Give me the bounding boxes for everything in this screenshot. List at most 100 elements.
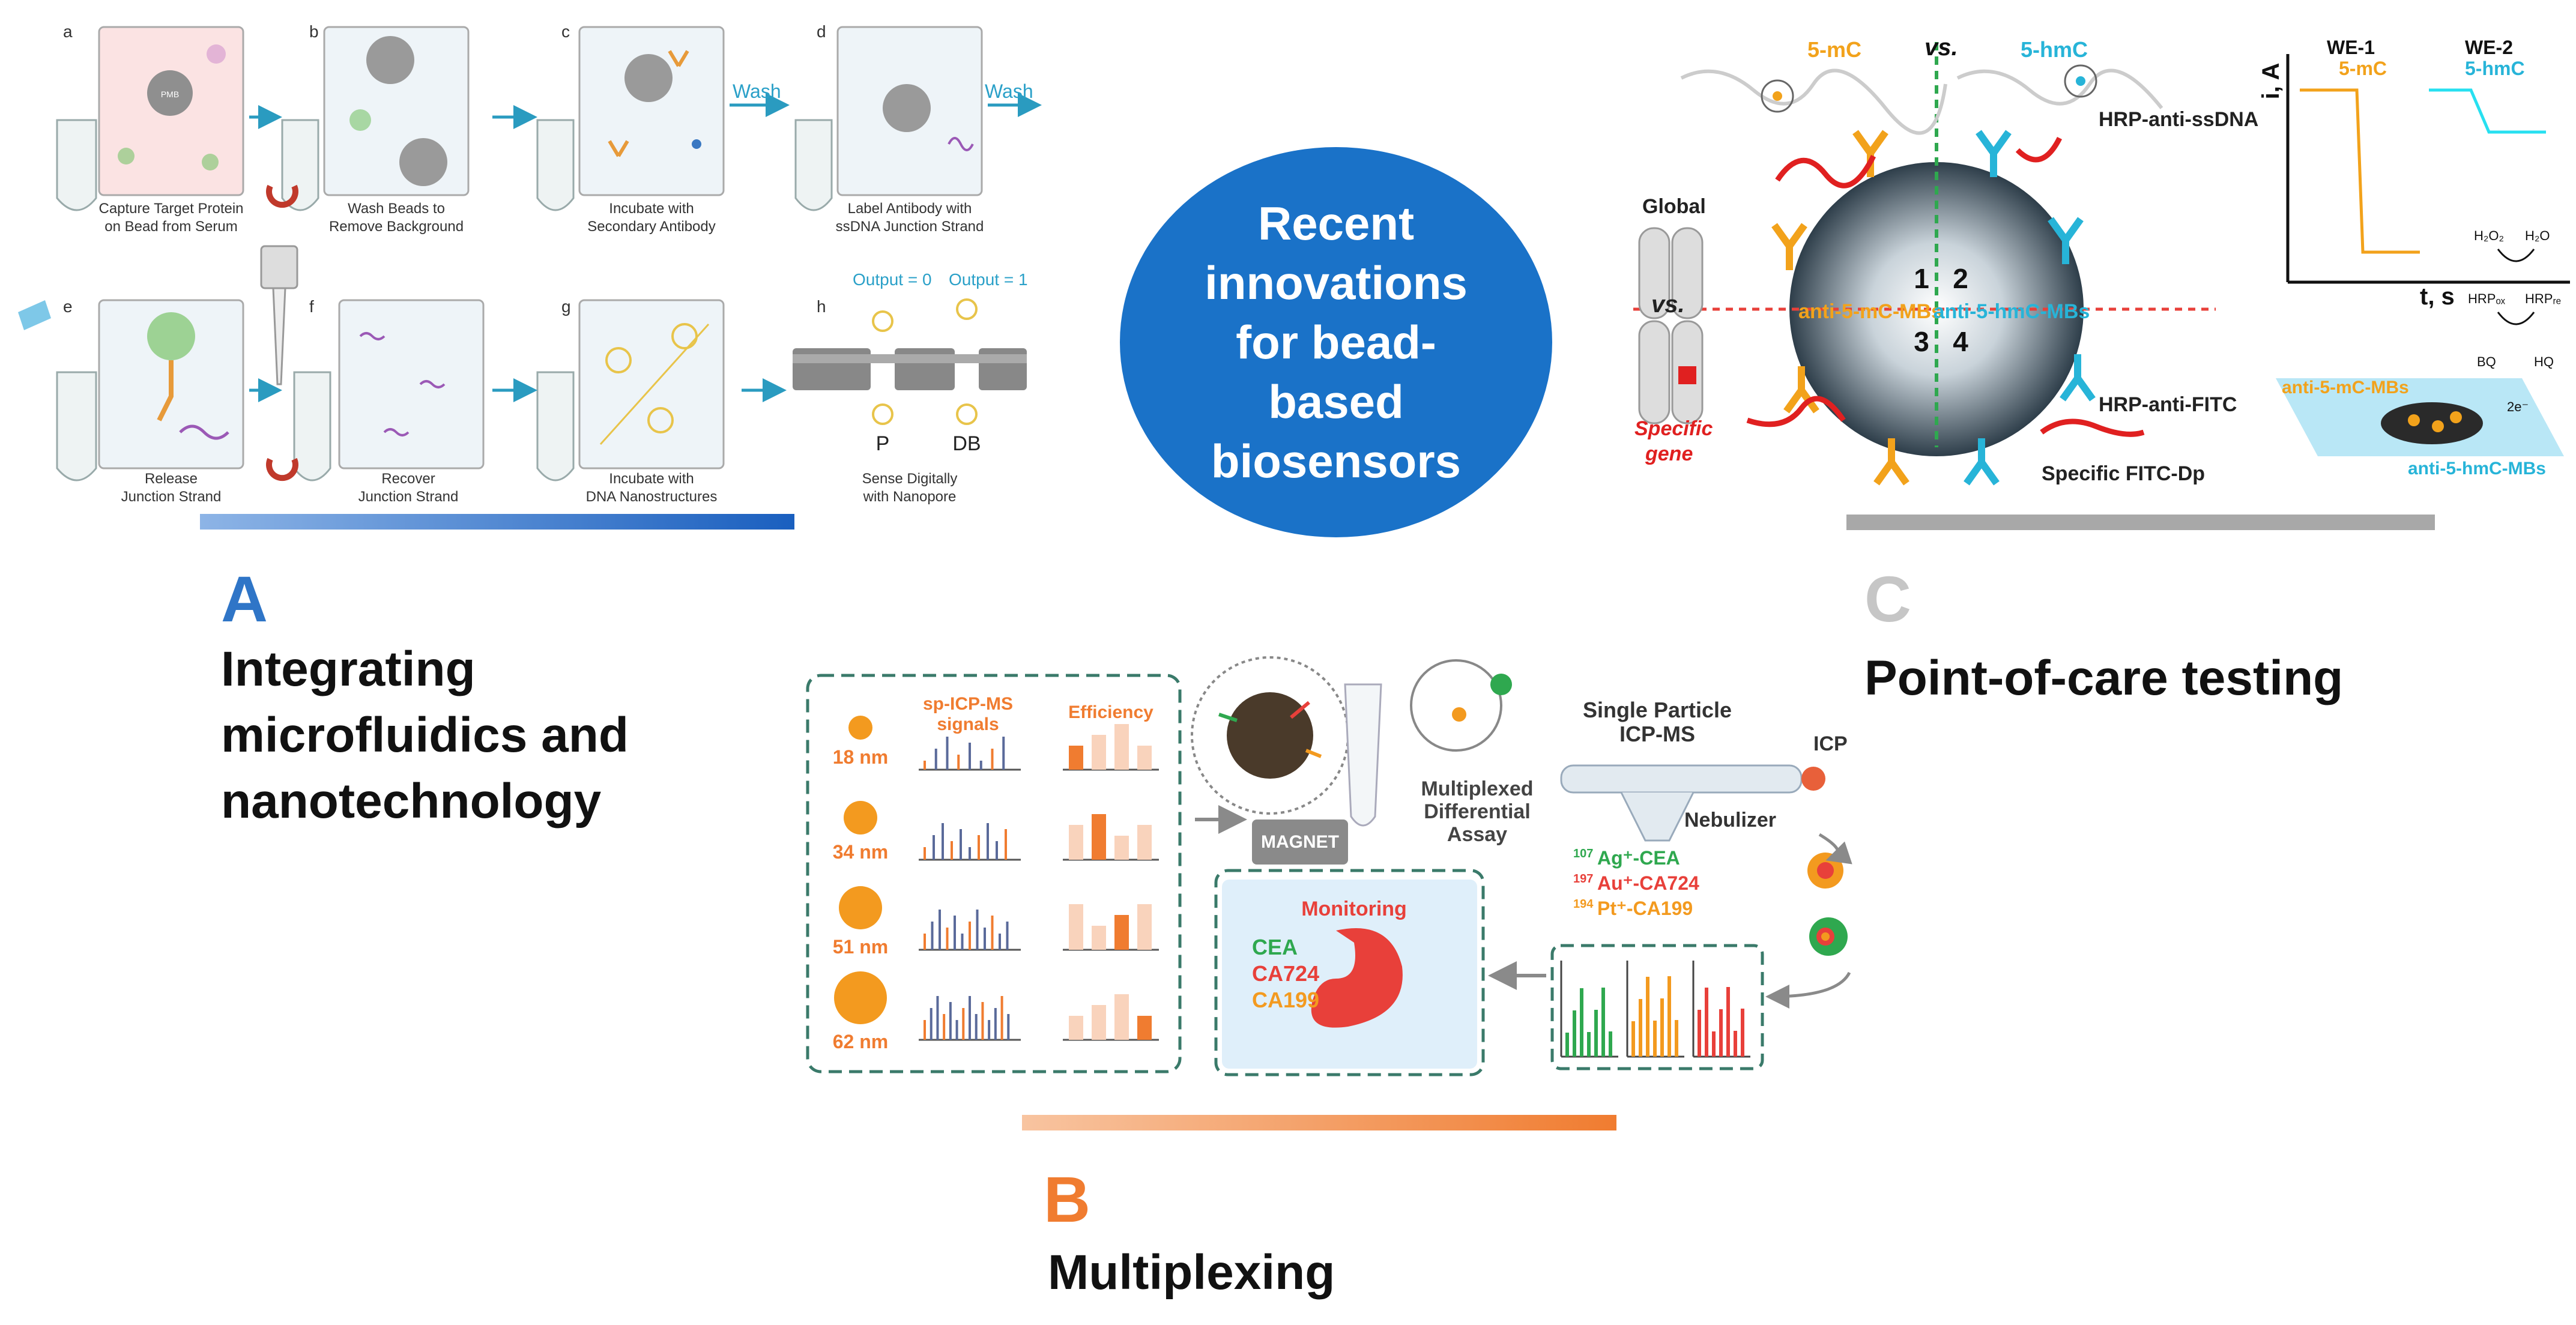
signals-header-1: sp-ICP-MS <box>923 694 1013 714</box>
efficiency-bar <box>1092 735 1106 770</box>
icp-label: ICP <box>1813 732 1848 755</box>
bead-label: PMB <box>161 89 179 99</box>
center-title: Recent innovations for bead-based biosen… <box>1205 196 1468 487</box>
step-caption-line: Capture Target Protein <box>98 201 243 217</box>
marker-label: CA199 <box>1252 988 1319 1012</box>
output-0-label: Output = 0 <box>853 270 932 289</box>
efficiency-header: Efficiency <box>1068 702 1153 722</box>
efficiency-bar <box>1114 724 1129 770</box>
step-letter: h <box>817 297 826 316</box>
electrode-strip <box>2276 378 2564 456</box>
step-caption-line: ssDNA Junction Strand <box>836 219 984 235</box>
step-caption-line: DNA Nanostructures <box>586 489 718 505</box>
isotope-mass: 194 <box>1573 898 1594 911</box>
icpms-label-1: Single Particle <box>1583 698 1732 722</box>
bq-label: BQ <box>2477 354 2496 369</box>
isotope-mass: 197 <box>1573 872 1593 886</box>
quadrant-2: 2 <box>1953 263 1968 294</box>
section-b-bar <box>1022 1115 1616 1130</box>
hrp-fitc-label: HRP-anti-FITC <box>2099 393 2237 416</box>
magnetic-bead-illustration: MAGNET <box>1191 656 1512 865</box>
step-caption-line: Release <box>145 471 198 487</box>
quadrant-4: 4 <box>1953 326 1968 357</box>
nebulizer-label: Nebulizer <box>1684 809 1776 832</box>
nanoparticle <box>844 801 877 835</box>
plot-ylabel: i, A <box>2258 63 2284 100</box>
we2-5hmc: 5-hmC <box>2465 58 2525 79</box>
nanoparticle <box>839 886 882 929</box>
step-caption-line: with Nanopore <box>863 489 957 505</box>
marker-label: CEA <box>1252 935 1298 959</box>
fitc-dp-label: Specific FITC-Dp <box>2042 462 2205 485</box>
isotope-label: Au⁺-CA724 <box>1597 872 1699 894</box>
hrp-ssdna-label: HRP-anti-ssDNA <box>2099 108 2258 131</box>
anti-5mc-label: anti-5-mC-MBs <box>1798 300 1943 323</box>
quadrant-1: 1 <box>1914 263 1929 294</box>
assay-label-3: Assay <box>1447 823 1507 846</box>
caption-line: microfluidics and <box>221 708 629 762</box>
assay-label-2: Differential <box>1424 800 1531 823</box>
efficiency-bar <box>1069 746 1083 770</box>
signals-header-2: signals <box>937 714 999 734</box>
we1-5mc: 5-mC <box>2339 58 2387 79</box>
step-letter: d <box>817 22 826 41</box>
section-a-letter: A <box>221 563 268 635</box>
caption-line: nanotechnology <box>221 774 602 829</box>
anti-5hmc-label: anti-5-hmC-MBs <box>1934 300 2090 323</box>
step-e-illustration <box>18 299 244 481</box>
strip-anti-5hmc: anti-5-hmC-MBs <box>2408 459 2546 478</box>
efficiency-bar <box>1114 836 1129 860</box>
spectra-bars <box>1560 961 1750 1058</box>
size-label: 18 nm <box>833 746 888 768</box>
hrp-ox-label: HRPₒₓ <box>2468 291 2506 306</box>
assay-label-1: Multiplexed <box>1421 777 1533 800</box>
section-c-bar <box>1846 515 2435 530</box>
marker-label: CA724 <box>1252 961 1319 986</box>
vs-top: vs. <box>1924 34 1958 61</box>
isotope-mass: 107 <box>1573 847 1593 860</box>
caption-line: Integrating <box>221 642 476 696</box>
particle-clusters <box>1807 853 1848 956</box>
efficiency-bar <box>1114 994 1129 1040</box>
efficiency-bar <box>1069 825 1083 860</box>
efficiency-bar <box>1069 904 1083 950</box>
hrp-red-label: HRPᵣₑ <box>2525 291 2561 306</box>
isotope-label: Pt⁺-CA199 <box>1597 898 1693 919</box>
efficiency-bar <box>1114 915 1129 950</box>
spectra-box <box>1550 944 1764 1070</box>
section-b-letter: B <box>1044 1163 1090 1236</box>
label-5hmc: 5-hmC <box>2021 37 2088 62</box>
section-b-caption: Multiplexing <box>1048 1245 1335 1300</box>
isotope-label: Ag⁺-CEA <box>1597 847 1680 869</box>
step-caption-line: Incubate with <box>609 471 694 487</box>
step-caption-line: Wash Beads to <box>348 201 445 217</box>
step-letter: c <box>561 22 570 41</box>
step-c-illustration <box>536 26 725 211</box>
section-c-caption: Point-of-care testing <box>1864 651 2344 705</box>
efficiency-bar <box>1137 1016 1152 1040</box>
chromosome-illustration <box>1638 227 1704 424</box>
efficiency-bar <box>1092 814 1106 860</box>
output-1-label: Output = 1 <box>949 270 1028 289</box>
step-f-illustration <box>260 245 485 481</box>
h2o2-label: H₂O₂ <box>2474 228 2504 243</box>
section-a-bar <box>200 514 794 530</box>
pore-p-label: P <box>876 432 890 455</box>
size-label: 34 nm <box>833 841 888 863</box>
step-letter: b <box>309 22 319 41</box>
wash-label: Wash <box>985 80 1033 102</box>
plot-xlabel: t, s <box>2420 283 2455 310</box>
amperometric-plot <box>2286 54 2570 284</box>
strip-anti-5mc: anti-5-mC-MBs <box>2282 378 2409 397</box>
efficiency-bar <box>1069 1016 1083 1040</box>
h2o-label: H₂O <box>2525 228 2550 243</box>
efficiency-bar <box>1137 746 1152 770</box>
nebulizer-illustration <box>1560 764 1825 842</box>
size-label: 51 nm <box>833 936 888 958</box>
wash-label: Wash <box>733 80 781 102</box>
step-caption-line: Incubate with <box>609 201 694 217</box>
step-caption-line: on Bead from Serum <box>104 219 237 235</box>
